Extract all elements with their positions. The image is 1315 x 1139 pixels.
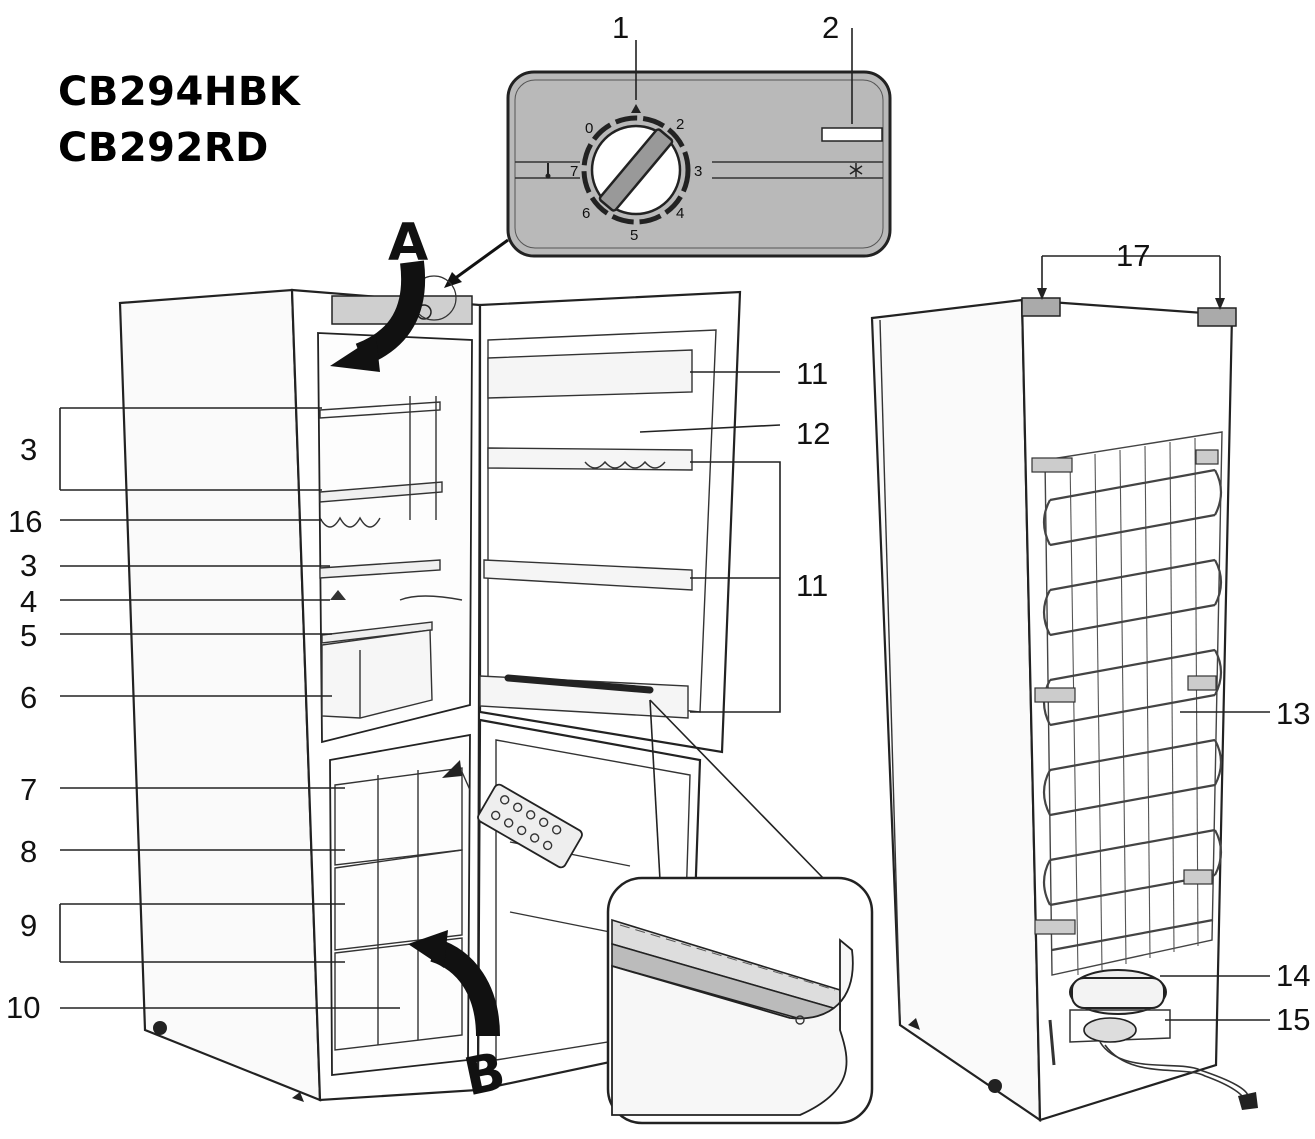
callout-13: 13 (1276, 696, 1310, 731)
arrow-a (330, 260, 426, 372)
dial-number-7: 7 (570, 163, 578, 180)
callout-12: 12 (796, 416, 830, 451)
callout-14: 14 (1276, 958, 1310, 993)
dial-number-5: 5 (630, 227, 638, 244)
fridge-rear (870, 297, 1258, 1123)
callout-11-top: 11 (796, 356, 828, 391)
callout-5: 5 (20, 618, 37, 653)
dial-number-2: 2 (676, 116, 684, 133)
dial-number-6: 6 (582, 205, 590, 222)
condenser (1031, 431, 1223, 976)
callout-15: 15 (1276, 1002, 1310, 1037)
callout-17: 17 (1116, 238, 1150, 273)
dial-number-4: 4 (676, 205, 684, 222)
fridge-front (118, 275, 742, 1102)
callout-9: 9 (20, 908, 37, 943)
dial-number-3: 3 (694, 163, 702, 180)
model-name-2: CB292RD (58, 125, 269, 171)
snowflake-icon (849, 163, 863, 177)
callout-16: 16 (8, 504, 42, 539)
callout-6: 6 (20, 680, 37, 715)
door-shelf-inset (606, 699, 874, 1125)
dial-number-0: 0 (585, 120, 593, 137)
callout-11-bottom: 11 (796, 568, 828, 603)
arrow-letter-a: A (388, 213, 428, 273)
compressor (1048, 969, 1258, 1110)
callout-1: 1 (612, 10, 629, 45)
callout-10: 10 (6, 990, 40, 1025)
arrow-b (408, 930, 500, 1037)
model-name-1: CB294HBK (58, 69, 301, 115)
indicator-light (821, 127, 883, 142)
callout-7: 7 (20, 772, 37, 807)
callout-8: 8 (20, 834, 37, 869)
ice-tray (477, 783, 583, 869)
callout-2: 2 (822, 10, 839, 45)
callout-3-middle: 3 (20, 548, 37, 583)
callout-3-top: 3 (20, 432, 37, 467)
callout-4: 4 (20, 584, 37, 619)
thermometer-icon (545, 163, 551, 179)
control-panel: 0 2 3 4 5 6 7 (506, 70, 892, 258)
